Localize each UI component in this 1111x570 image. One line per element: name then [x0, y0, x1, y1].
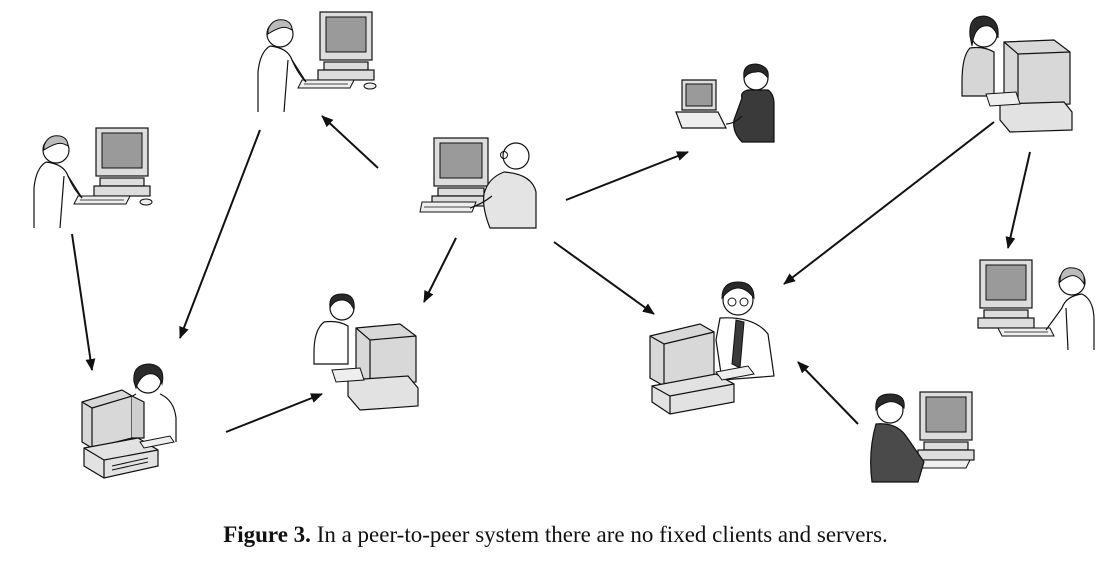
connection-arrows: [71, 115, 1031, 433]
arrow-center-to-middle-left-user: [423, 237, 457, 303]
arrow-top-user-to-bottom-left-user: [179, 129, 261, 339]
arrow-top-right-to-right-user: [1005, 151, 1031, 249]
figure-caption-label: Figure 3.: [223, 522, 311, 547]
computer-user-middle-left: [313, 293, 419, 411]
arrow-center-to-server-user: [553, 241, 655, 315]
computer-user-bottom-left: [81, 363, 177, 479]
arrow-bottom-right-to-server-user: [797, 361, 859, 425]
computer-user-top: [257, 11, 377, 113]
computer-user-right: [977, 259, 1095, 351]
figure-caption-text: In a peer-to-peer system there are no fi…: [316, 522, 888, 547]
arrow-center-to-laptop-user: [565, 151, 689, 201]
laptop-user: [675, 63, 775, 143]
computer-user-bottom-right: [870, 391, 975, 483]
computer-user-center-right: [649, 281, 775, 415]
arrow-bottom-left-to-middle-left-user: [225, 393, 323, 433]
computer-user-center: [419, 137, 537, 229]
figure-caption: Figure 3. In a peer-to-peer system there…: [0, 522, 1111, 548]
computer-user-left: [33, 127, 153, 229]
arrow-center-to-top-left-user: [321, 115, 379, 169]
arrow-left-user-to-bottom-left-user: [71, 233, 96, 371]
computer-user-top-right: [961, 15, 1073, 133]
arrow-top-right-to-server-user: [783, 121, 995, 285]
peer-to-peer-diagram: [33, 11, 1095, 483]
